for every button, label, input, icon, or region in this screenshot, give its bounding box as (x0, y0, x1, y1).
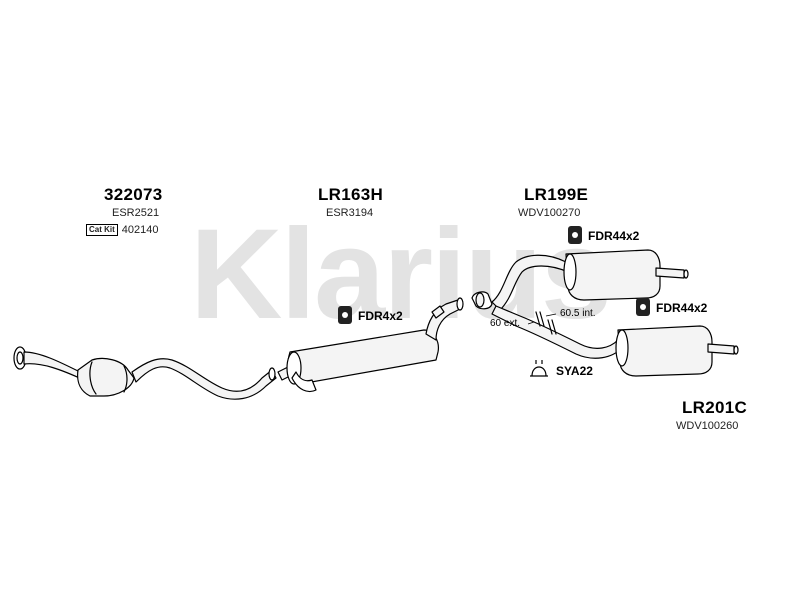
catkit-badge: Cat Kit (86, 224, 118, 237)
note-60-5-int: 60.5 int. (560, 308, 596, 319)
part-code-LR201C: LR201C (682, 398, 748, 417)
dimension-leaders (527, 313, 557, 325)
pipe-joint (471, 291, 493, 310)
fitting-label-fdr44x2-upper: FDR44x2 (588, 229, 640, 243)
part-code-322073: 322073 (104, 185, 163, 204)
part-code-LR163H: LR163H (318, 185, 384, 204)
rear-silencer-lower (615, 325, 739, 377)
note-60-ext: 60 ext. (490, 318, 521, 329)
rubber-hanger-icon (636, 298, 650, 316)
part-subcode-LR163H: ESR3194 (326, 207, 374, 219)
rubber-hanger-icon (338, 306, 352, 324)
fitting-label-fdr4x2: FDR4x2 (358, 309, 403, 323)
part-code-LR199E: LR199E (524, 185, 589, 204)
rear-silencer-upper (563, 249, 689, 301)
fitting-label-sya22: SYA22 (556, 364, 593, 378)
fitting-label-fdr44x2-lower: FDR44x2 (656, 301, 708, 315)
middle-silencer (277, 297, 464, 393)
rubber-hanger-icon (568, 226, 582, 244)
part-subcode-LR201C: WDV100260 (676, 420, 739, 432)
brand-watermark: Klarius (190, 203, 610, 346)
part-subcode-322073: ESR2521 (112, 207, 160, 219)
exhaust-clamp-icon (530, 360, 548, 377)
part-subcode-LR199E: WDV100270 (518, 207, 581, 219)
front-pipe-catalytic-converter (13, 346, 277, 400)
catkit-value: 402140 (121, 224, 159, 236)
